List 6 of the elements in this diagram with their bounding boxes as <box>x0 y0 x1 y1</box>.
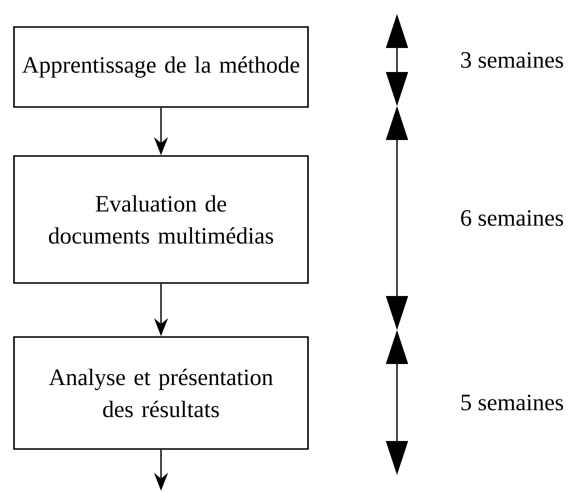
process-box: Analyse et présentation des résultats <box>13 336 309 450</box>
duration-label: 5 semaines <box>461 394 564 410</box>
process-box: Evaluation de documents multimédias <box>13 155 309 284</box>
duration-label: 3 semaines <box>461 52 564 68</box>
duration-label: 6 semaines <box>461 210 564 226</box>
process-box: Apprentissage de la méthode <box>13 26 309 108</box>
